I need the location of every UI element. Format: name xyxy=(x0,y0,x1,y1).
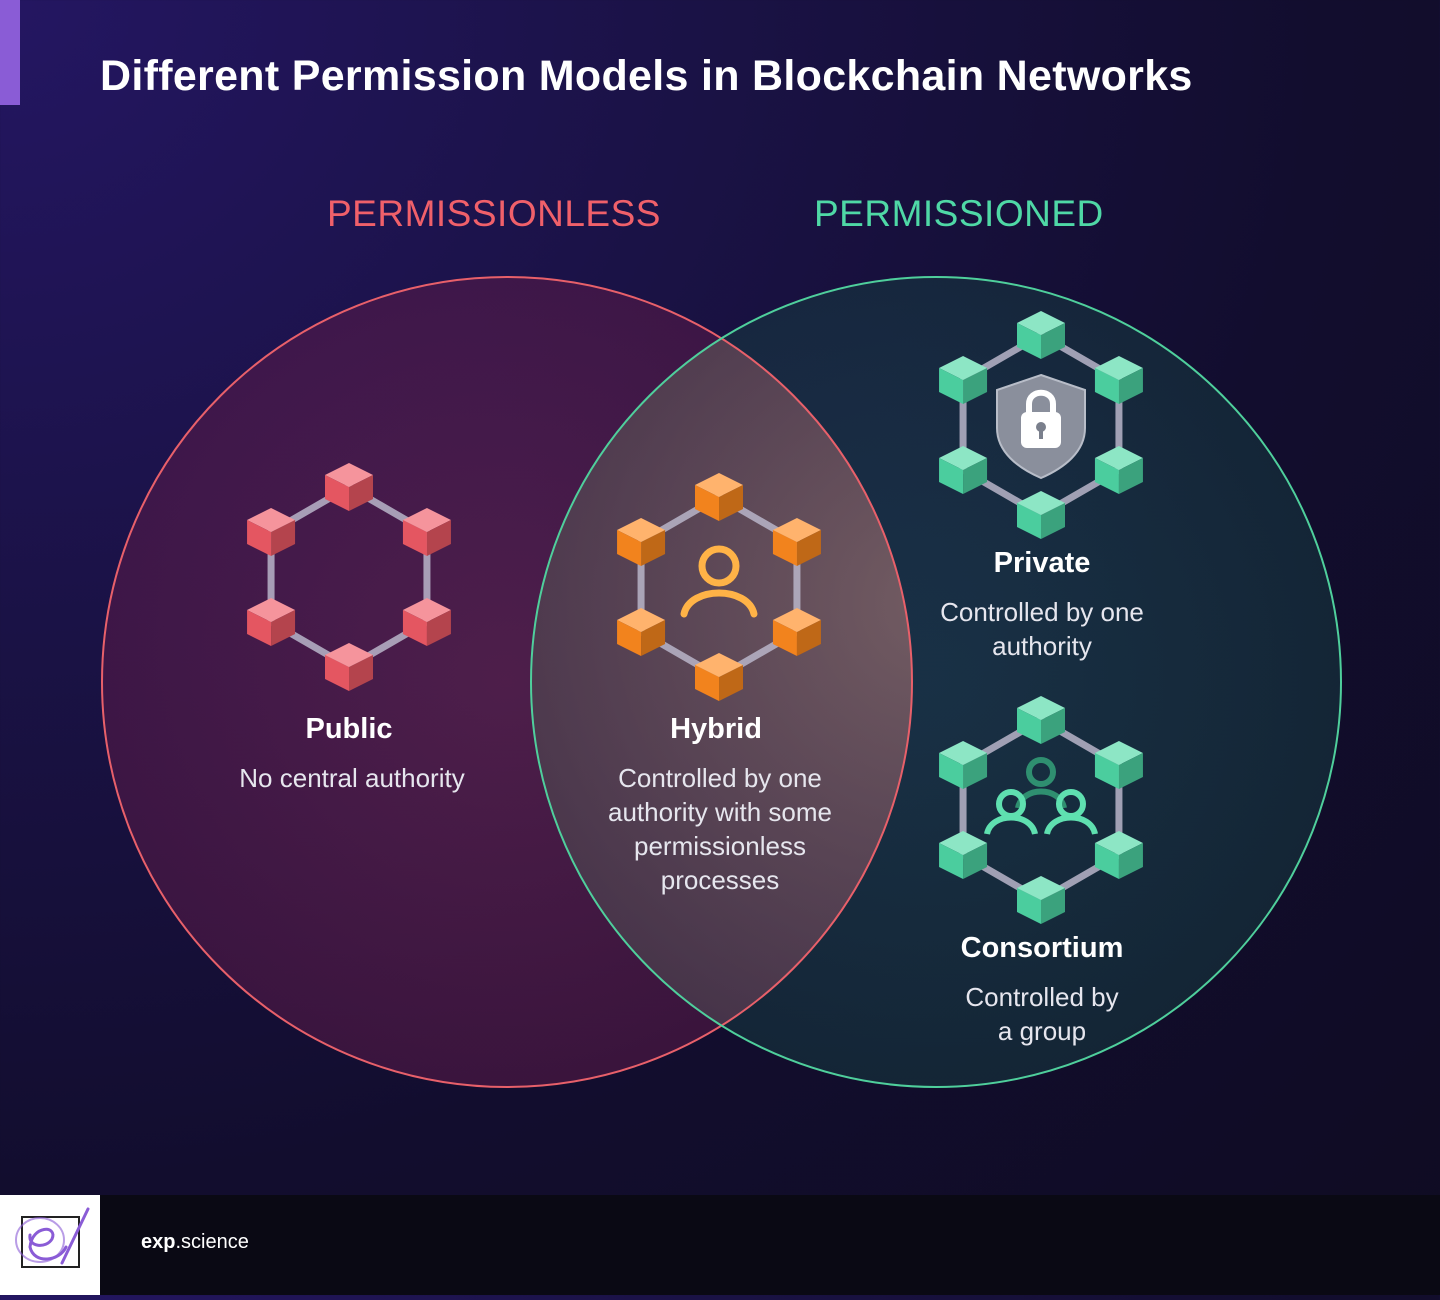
logo-box xyxy=(0,1195,100,1295)
person-head xyxy=(698,545,740,587)
set-label-permissionless: PERMISSIONLESS xyxy=(327,193,661,234)
lock-keyhole xyxy=(1036,422,1046,432)
cube-right xyxy=(349,655,373,691)
venn-diagram xyxy=(101,276,1342,1088)
cube-left xyxy=(1094,843,1119,879)
cube-left xyxy=(402,520,427,556)
cube-right xyxy=(1041,888,1065,924)
shield-lock-network-icon xyxy=(939,311,1143,539)
intersection-area xyxy=(531,277,912,1087)
desc-line: Controlled by one xyxy=(618,763,822,793)
cube-right xyxy=(1041,708,1065,744)
brand-name: exp.science xyxy=(141,1231,249,1254)
node-desc-consortium: Controlled by a group xyxy=(922,980,1162,1048)
cube-left xyxy=(1017,888,1041,924)
lock-keyhole-slot xyxy=(1039,428,1043,439)
cube-left xyxy=(1094,368,1119,404)
cube-right xyxy=(1118,843,1143,879)
accent-bar xyxy=(0,0,20,105)
cube-right xyxy=(963,843,988,879)
cube-left xyxy=(617,530,642,566)
cube-left xyxy=(772,620,797,656)
cube-right xyxy=(1041,503,1065,539)
cube-right xyxy=(1118,368,1143,404)
cube-left xyxy=(939,753,964,789)
desc-line: processes xyxy=(660,865,780,895)
desc-line: authority with some xyxy=(608,797,832,827)
cube-right xyxy=(426,610,451,646)
cube-right xyxy=(1118,753,1143,789)
page-title: Different Permission Models in Blockchai… xyxy=(100,52,1193,100)
node-title-consortium: Consortium xyxy=(960,932,1124,964)
desc-line: a group xyxy=(997,1016,1087,1046)
cube-right xyxy=(349,475,373,511)
brand-rest: .science xyxy=(175,1231,249,1253)
cube-left xyxy=(325,475,349,511)
person-body xyxy=(1044,814,1098,835)
cube-left xyxy=(1094,458,1119,494)
exp-logo-icon xyxy=(15,1207,90,1268)
brand-bold: exp xyxy=(141,1231,176,1253)
cube-left xyxy=(695,665,719,701)
cube-left xyxy=(939,458,964,494)
cube-right xyxy=(963,753,988,789)
cube-right xyxy=(1041,323,1065,359)
cube-left xyxy=(247,610,272,646)
hexagon-network-icon xyxy=(247,463,451,691)
lock-shackle xyxy=(1026,389,1056,414)
cube-left xyxy=(939,368,964,404)
desc-line: permissionless xyxy=(634,831,806,861)
person-head xyxy=(1026,757,1056,787)
set-label-permissioned: PERMISSIONED xyxy=(814,193,1104,234)
person-network-icon xyxy=(617,473,821,701)
cube-left xyxy=(247,520,272,556)
cube-right xyxy=(426,520,451,556)
cube-left xyxy=(772,530,797,566)
cube-left xyxy=(617,620,642,656)
cube-right xyxy=(719,485,743,521)
cube-left xyxy=(1094,753,1119,789)
cube-right xyxy=(963,458,988,494)
cube-right xyxy=(271,520,296,556)
node-title-public: Public xyxy=(305,713,393,745)
permissionless-circle-outline xyxy=(101,276,913,1088)
cube-right xyxy=(641,530,666,566)
node-title-hybrid: Hybrid xyxy=(670,713,762,745)
cube-left xyxy=(1017,503,1041,539)
desc-line: Controlled by one xyxy=(940,597,1144,627)
cube-left xyxy=(939,843,964,879)
cube-left xyxy=(325,655,349,691)
cube-left xyxy=(695,485,719,521)
desc-line: authority xyxy=(992,631,1092,661)
group-network-icon xyxy=(939,696,1143,924)
cube-right xyxy=(1118,458,1143,494)
cube-right xyxy=(641,620,666,656)
footer: exp.science xyxy=(0,1195,1440,1295)
cube-left xyxy=(402,610,427,646)
node-title-private: Private xyxy=(993,547,1091,579)
cube-left xyxy=(1017,708,1041,744)
permissioned-circle-outline xyxy=(530,276,1342,1088)
cube-right xyxy=(719,665,743,701)
node-desc-private: Controlled by one authority xyxy=(912,595,1172,663)
node-desc-hybrid: Controlled by one authority with some pe… xyxy=(570,761,870,897)
person-body xyxy=(680,589,758,618)
cube-right xyxy=(271,610,296,646)
node-desc-public: No central authority xyxy=(239,763,465,793)
cube-right xyxy=(963,368,988,404)
cube-right xyxy=(796,530,821,566)
person-body xyxy=(984,814,1038,835)
cube-left xyxy=(1017,323,1041,359)
cube-right xyxy=(796,620,821,656)
desc-line: Controlled by xyxy=(965,982,1119,1012)
